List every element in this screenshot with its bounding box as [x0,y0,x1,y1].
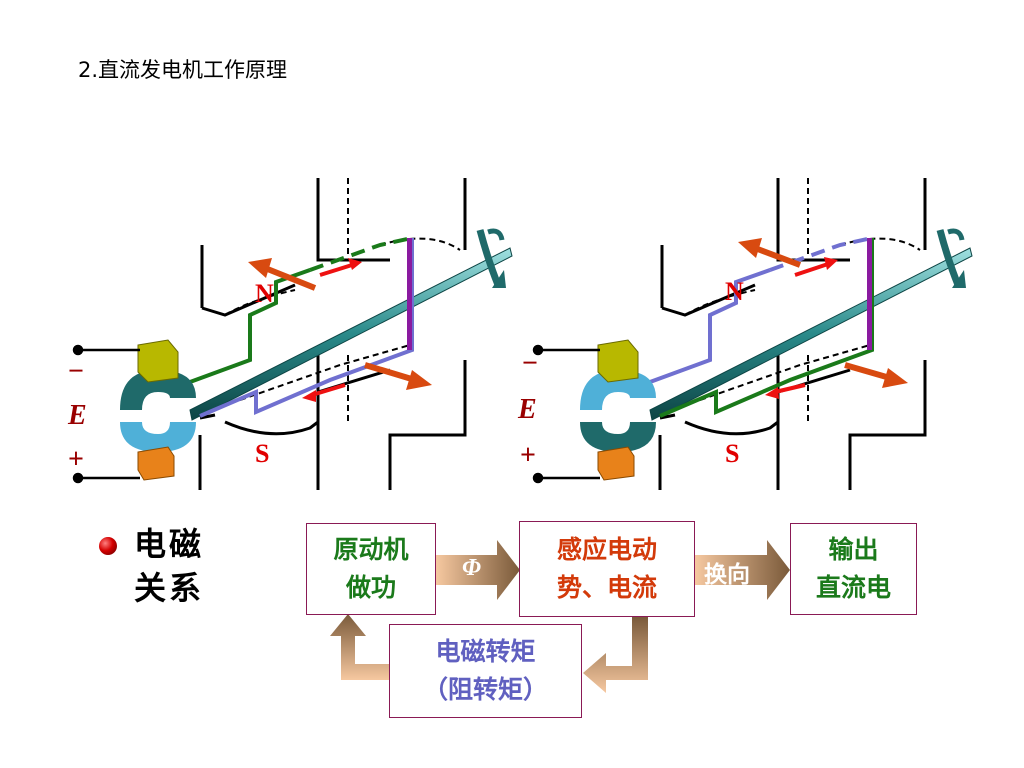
pole-label-north: N [725,277,744,306]
dc-output-line2: 直流电 [815,573,891,602]
rotation-arrow [476,228,506,288]
terminal-sign-bottom: + [68,444,84,475]
magnet-frame [198,178,467,490]
em-torque-box: 电磁转矩 （阻转矩） [389,624,582,718]
terminal-sign-bottom: + [520,440,536,471]
dc-output-line1: 输出 [828,535,879,564]
slide-title: 2.直流发电机工作原理 [78,58,288,82]
emf-label: E [517,394,537,425]
brush-top [137,339,179,383]
bullet-icon [99,537,117,555]
pole-shoe-outline [224,178,461,425]
flux-label: Φ [462,555,481,581]
current-arrow-bottom [765,383,806,399]
force-arrow-top [248,258,317,291]
terminal-leads [72,344,140,484]
brush-bottom [137,446,175,481]
coil-side-purple [407,238,412,350]
generator-diagram-left: N S − E + [67,178,513,490]
force-arrow-bottom [364,362,432,390]
armature-coil [189,236,414,418]
shaft [189,247,513,421]
current-arrow-bottom [302,383,346,402]
terminal-leads [532,344,600,484]
armature-coil [649,236,874,418]
commutator [580,370,656,452]
relation-heading: 电磁 关系 [134,522,214,610]
force-arrow-top [738,238,802,268]
prime-mover-line2: 做功 [345,573,396,602]
emf-label: E [67,400,87,431]
em-torque-line1: 电磁转矩 [435,637,536,666]
brush-top [597,339,639,383]
current-arrow-top [794,257,838,277]
generator-diagram-right: N S − E + [517,178,973,490]
induced-emf-line1: 感应电动 [556,535,657,564]
dc-output-box: 输出 直流电 [790,523,917,615]
induced-emf-box: 感应电动 势、电流 [519,521,695,617]
commutation-label: 换向 [704,561,750,588]
prime-mover-line1: 原动机 [333,535,409,564]
pole-label-north: N [255,279,274,308]
brush-bottom [597,446,635,481]
force-arrow-bottom [844,362,908,388]
terminal-sign-top: − [522,348,538,379]
pole-shoe-outline [684,178,921,425]
commutator [120,370,196,452]
pole-label-south: S [725,439,739,468]
relation-heading-line1: 电磁 [134,525,205,563]
shaft [649,247,973,421]
rotation-arrow [936,228,966,288]
em-torque-line2: （阻转矩） [422,675,548,704]
induced-emf-line2: 势、电流 [556,573,657,602]
prime-mover-box: 原动机 做功 [306,523,436,615]
relation-heading-line2: 关系 [134,569,205,607]
emf-to-torque-arrow [583,617,648,693]
coil-side-purple [867,238,872,350]
terminal-sign-top: − [68,356,84,387]
torque-to-prime-arrow [330,614,389,680]
magnet-frame [658,178,927,490]
pole-label-south: S [255,439,269,468]
current-arrow-top [319,258,362,277]
